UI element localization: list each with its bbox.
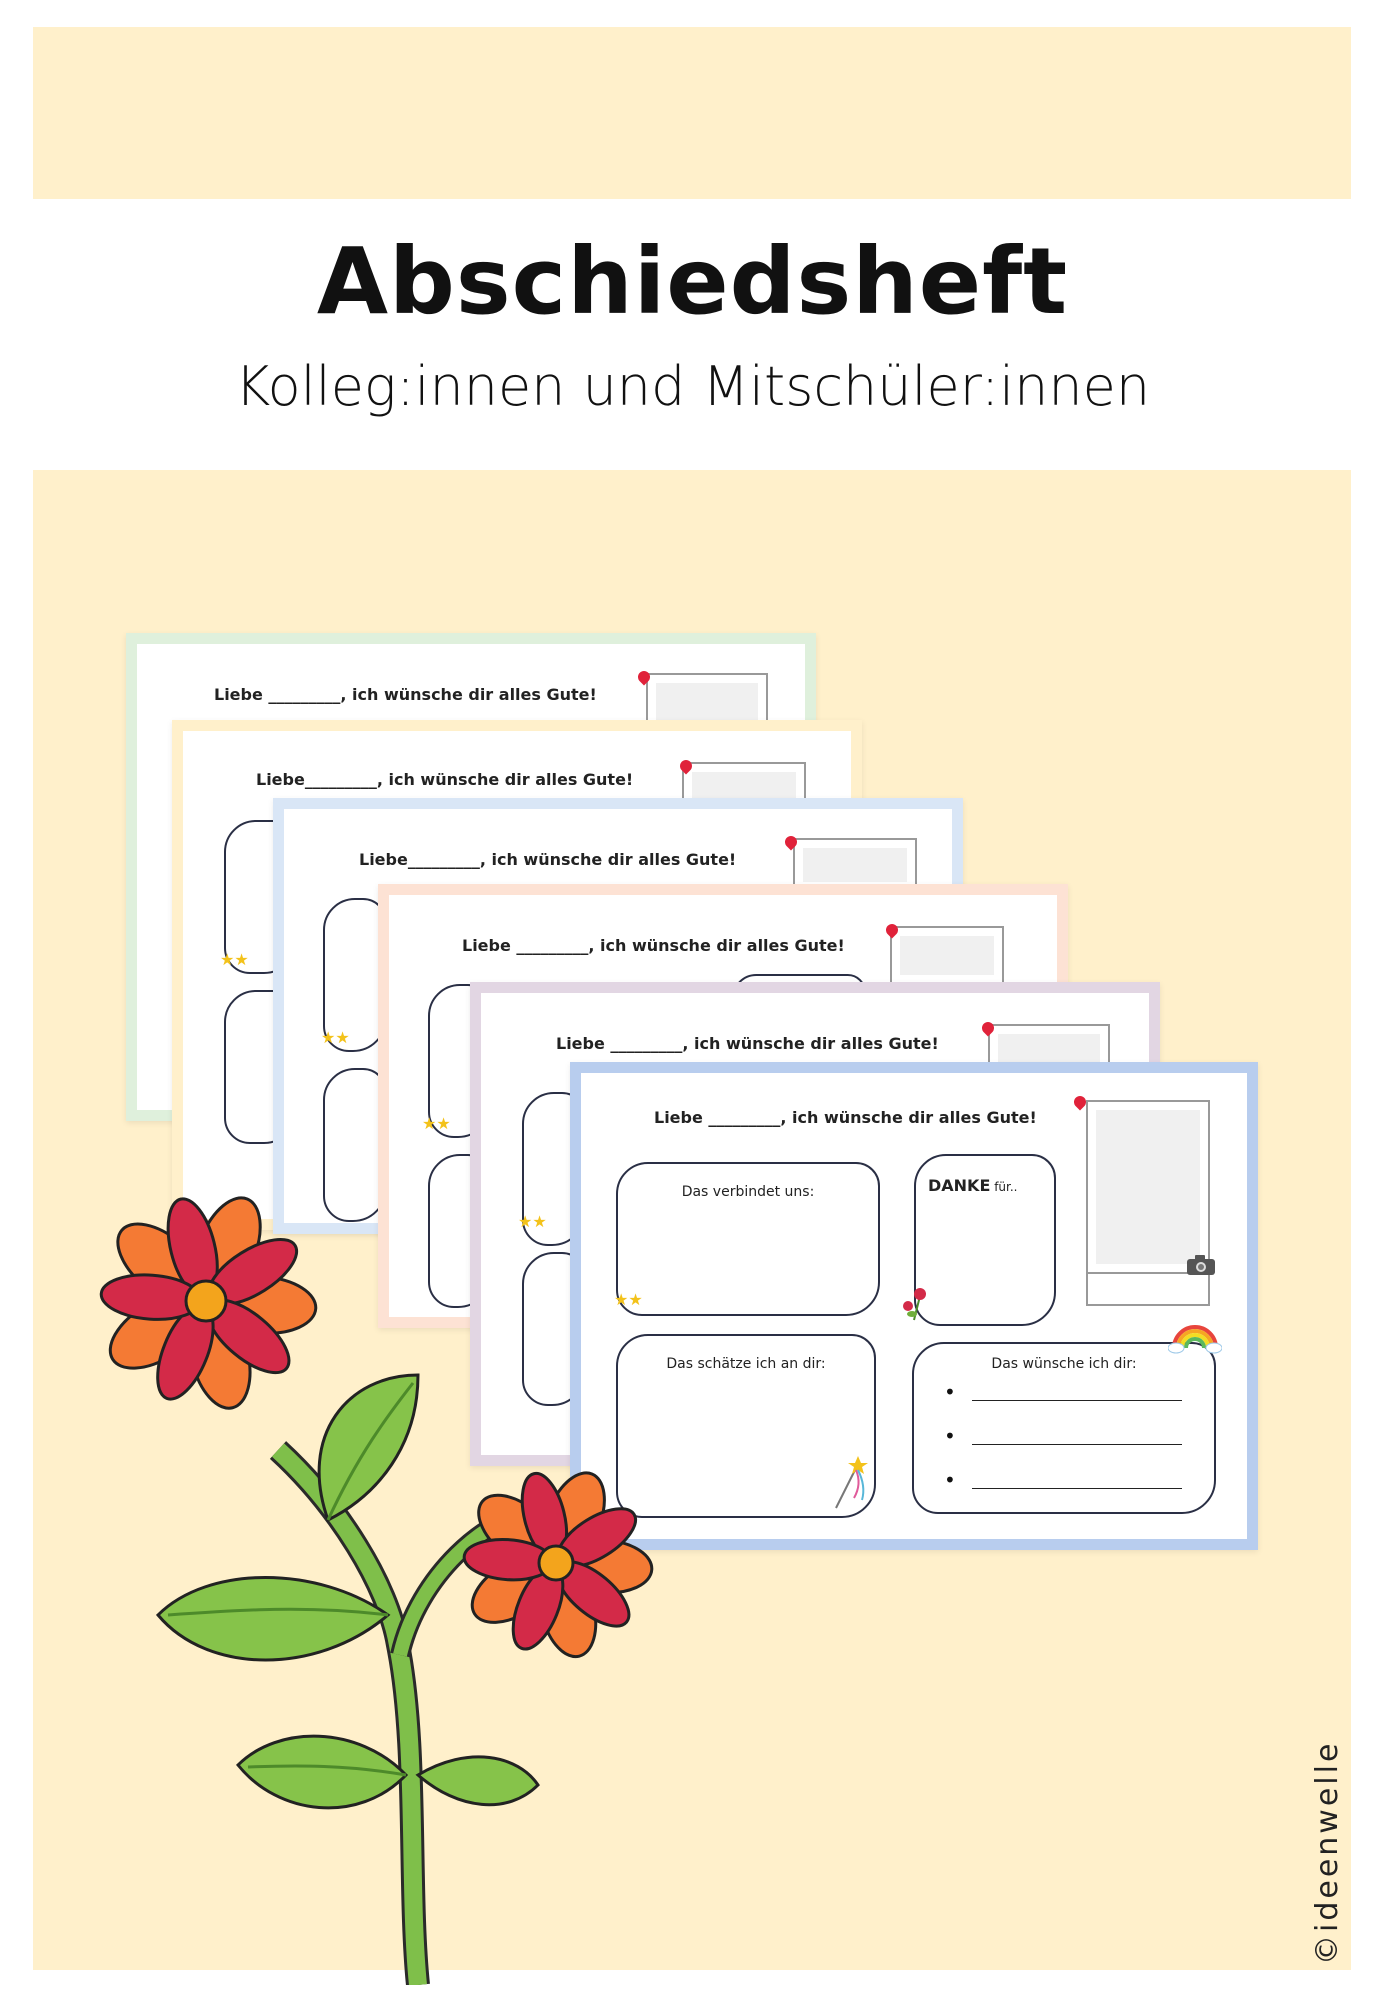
worksheet-greeting: Liebe _________, ich wünsche dir alles G…: [556, 1034, 939, 1053]
flower-illustration: [88, 1185, 688, 1987]
writing-line: [972, 1400, 1182, 1401]
page-title: Abschiedsheft: [316, 228, 1069, 335]
box-label: Das verbindet uns:: [681, 1184, 815, 1200]
page-subtitle: Kolleg:innen und Mitschüler:innen: [234, 355, 1151, 418]
star-icon: ★★: [614, 1290, 643, 1309]
worksheet-greeting: Liebe_________, ich wünsche dir alles Gu…: [359, 850, 737, 869]
copyright-text: ©ideenwelle: [1310, 1740, 1345, 1965]
writing-line: [972, 1444, 1182, 1445]
flower-icon: [900, 1282, 936, 1322]
box-das-schaetze-ich-an-dir: Das schätze ich an dir:: [616, 1334, 876, 1518]
box-label: DANKE für..: [928, 1176, 1018, 1195]
writing-box: [323, 1068, 387, 1222]
magic-wand-icon: [832, 1454, 868, 1510]
top-color-band: [33, 27, 1351, 199]
star-icon: ★★: [321, 1028, 350, 1047]
rainbow-icon: [1167, 1318, 1223, 1354]
bullet: •: [944, 1424, 956, 1448]
danke-label: DANKE: [928, 1176, 991, 1195]
worksheet-greeting: Liebe _________, ich wünsche dir alles G…: [654, 1108, 1037, 1127]
photo-frame: [793, 838, 917, 892]
writing-box: [323, 898, 387, 1052]
worksheet-greeting: Liebe _________, ich wünsche dir alles G…: [214, 685, 597, 704]
photo-caption-field: [1086, 1272, 1210, 1306]
worksheet-greeting: Liebe _________, ich wünsche dir alles G…: [462, 936, 845, 955]
star-icon: ★★: [518, 1212, 547, 1231]
box-das-verbindet-uns: Das verbindet uns:: [616, 1162, 880, 1316]
star-icon: ★★: [422, 1114, 451, 1133]
star-icon: ★★: [220, 950, 249, 969]
writing-line: [972, 1488, 1182, 1489]
worksheet-greeting: Liebe_________, ich wünsche dir alles Gu…: [256, 770, 634, 789]
camera-icon: [1186, 1254, 1216, 1276]
bullet: •: [944, 1468, 956, 1492]
photo-frame: [1086, 1100, 1210, 1274]
box-label: Das wünsche ich dir:: [991, 1356, 1137, 1372]
danke-suffix: für..: [990, 1180, 1018, 1194]
box-danke: DANKE für..: [914, 1154, 1056, 1326]
box-das-wuensche-ich-dir: Das wünsche ich dir:: [912, 1342, 1216, 1514]
bullet: •: [944, 1380, 956, 1404]
worksheet-preview-front: Liebe _________, ich wünsche dir alles G…: [570, 1062, 1258, 1550]
photo-frame: [890, 926, 1004, 985]
box-label: Das schätze ich an dir:: [666, 1356, 826, 1372]
